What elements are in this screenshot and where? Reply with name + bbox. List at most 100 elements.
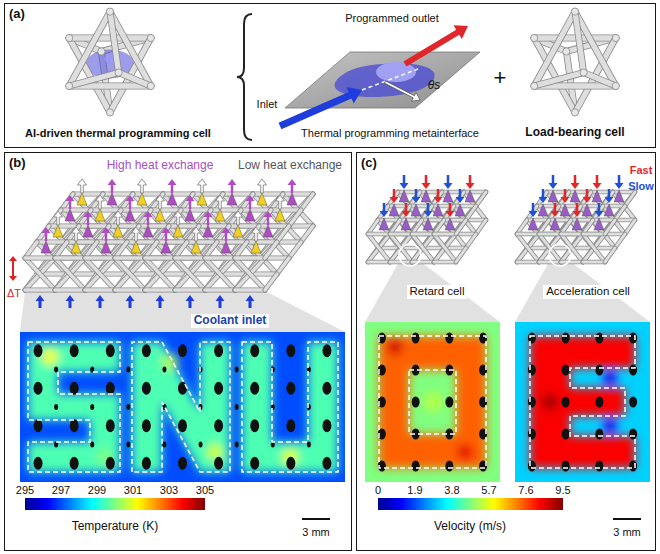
flow-cone [411,204,421,216]
hole [126,367,130,373]
scale-bar [302,518,330,520]
lattice-joint [106,109,113,116]
flow-cone [107,193,117,205]
axis-title: Temperature (K) [72,520,159,534]
strut-outline [368,260,390,265]
strut-outline [583,234,605,262]
strut-outline [145,258,175,290]
hole [162,367,166,373]
flow-cone [614,190,624,202]
strut [145,288,175,292]
tick-label: 1.9 [407,484,422,497]
strut-outline [145,258,175,290]
flow-cone [191,241,201,253]
strut [229,224,259,228]
heat-arrow [162,227,171,241]
strut [247,240,277,244]
coolant-arrow [156,295,165,308]
callout-label: Fast [630,164,653,177]
flow-cone [465,190,475,202]
dimension: 3 mm [613,526,641,539]
thermal-programming-cell [66,8,155,116]
strut [145,258,175,290]
hole [528,397,536,408]
strut-outline [575,12,584,73]
strut [301,226,313,242]
strut [115,288,145,292]
strut [69,35,151,40]
part-name: Load-bearing cell [525,126,624,140]
heat-arrow [108,179,117,193]
hole [595,365,603,376]
strut [289,210,301,226]
fast-region [379,336,486,468]
lattice-joint [612,82,619,89]
strut-outline [175,287,205,292]
strut [55,258,85,290]
strut [583,261,605,264]
temperature-field [28,342,338,472]
velocity-arrow [573,203,582,217]
strut [476,220,486,234]
flow-cone [389,204,399,216]
strut [115,258,145,290]
strut-outline [289,242,301,258]
strut [55,258,85,290]
hole [34,382,43,395]
strut-outline [235,287,265,292]
strut [412,261,434,264]
heat-arrow [264,211,273,225]
hole [412,333,420,344]
strut [412,234,434,262]
flow-cone [401,218,411,230]
panel-c-art [365,175,650,482]
lattice-joint [612,34,619,41]
flow-cone [399,190,409,202]
flow-direction-line [362,69,418,90]
lattice-holes [528,333,637,472]
zoom-projection [515,262,650,322]
hole [214,419,223,432]
hole [445,461,453,472]
strut [517,261,539,264]
strut-outline [115,258,145,290]
heat-arrow [252,227,261,241]
strut [583,234,605,262]
heat-arrow [72,227,81,241]
strut-outline [265,274,277,290]
strut [110,12,119,73]
strut [175,258,205,290]
temperature-map [20,332,345,482]
warm-region [28,342,120,472]
panel-a-art [66,8,620,129]
strut [175,288,205,292]
hole [142,382,151,395]
strut [283,192,313,196]
strut [301,194,313,210]
inlet-arrow [279,87,362,129]
hole [629,397,637,408]
velocity-arrow [402,203,411,217]
strut [223,192,253,196]
colorbar [25,498,205,510]
flow-cone [215,209,225,221]
strut [37,240,67,244]
hole [34,457,43,470]
strut [79,224,109,228]
velocity-arrow [561,189,570,203]
strut-outline [115,258,145,290]
strut-outline [434,234,456,262]
strut-outline [466,234,476,248]
velocity-arrow [593,175,602,189]
warm-region [242,342,338,472]
dimension: 3 mm [302,526,330,539]
strut-outline [456,220,466,234]
strut-outline [517,234,539,262]
flow-label: Programmed outlet [345,12,439,25]
tick-label: 0 [375,484,381,497]
hole [34,419,43,432]
